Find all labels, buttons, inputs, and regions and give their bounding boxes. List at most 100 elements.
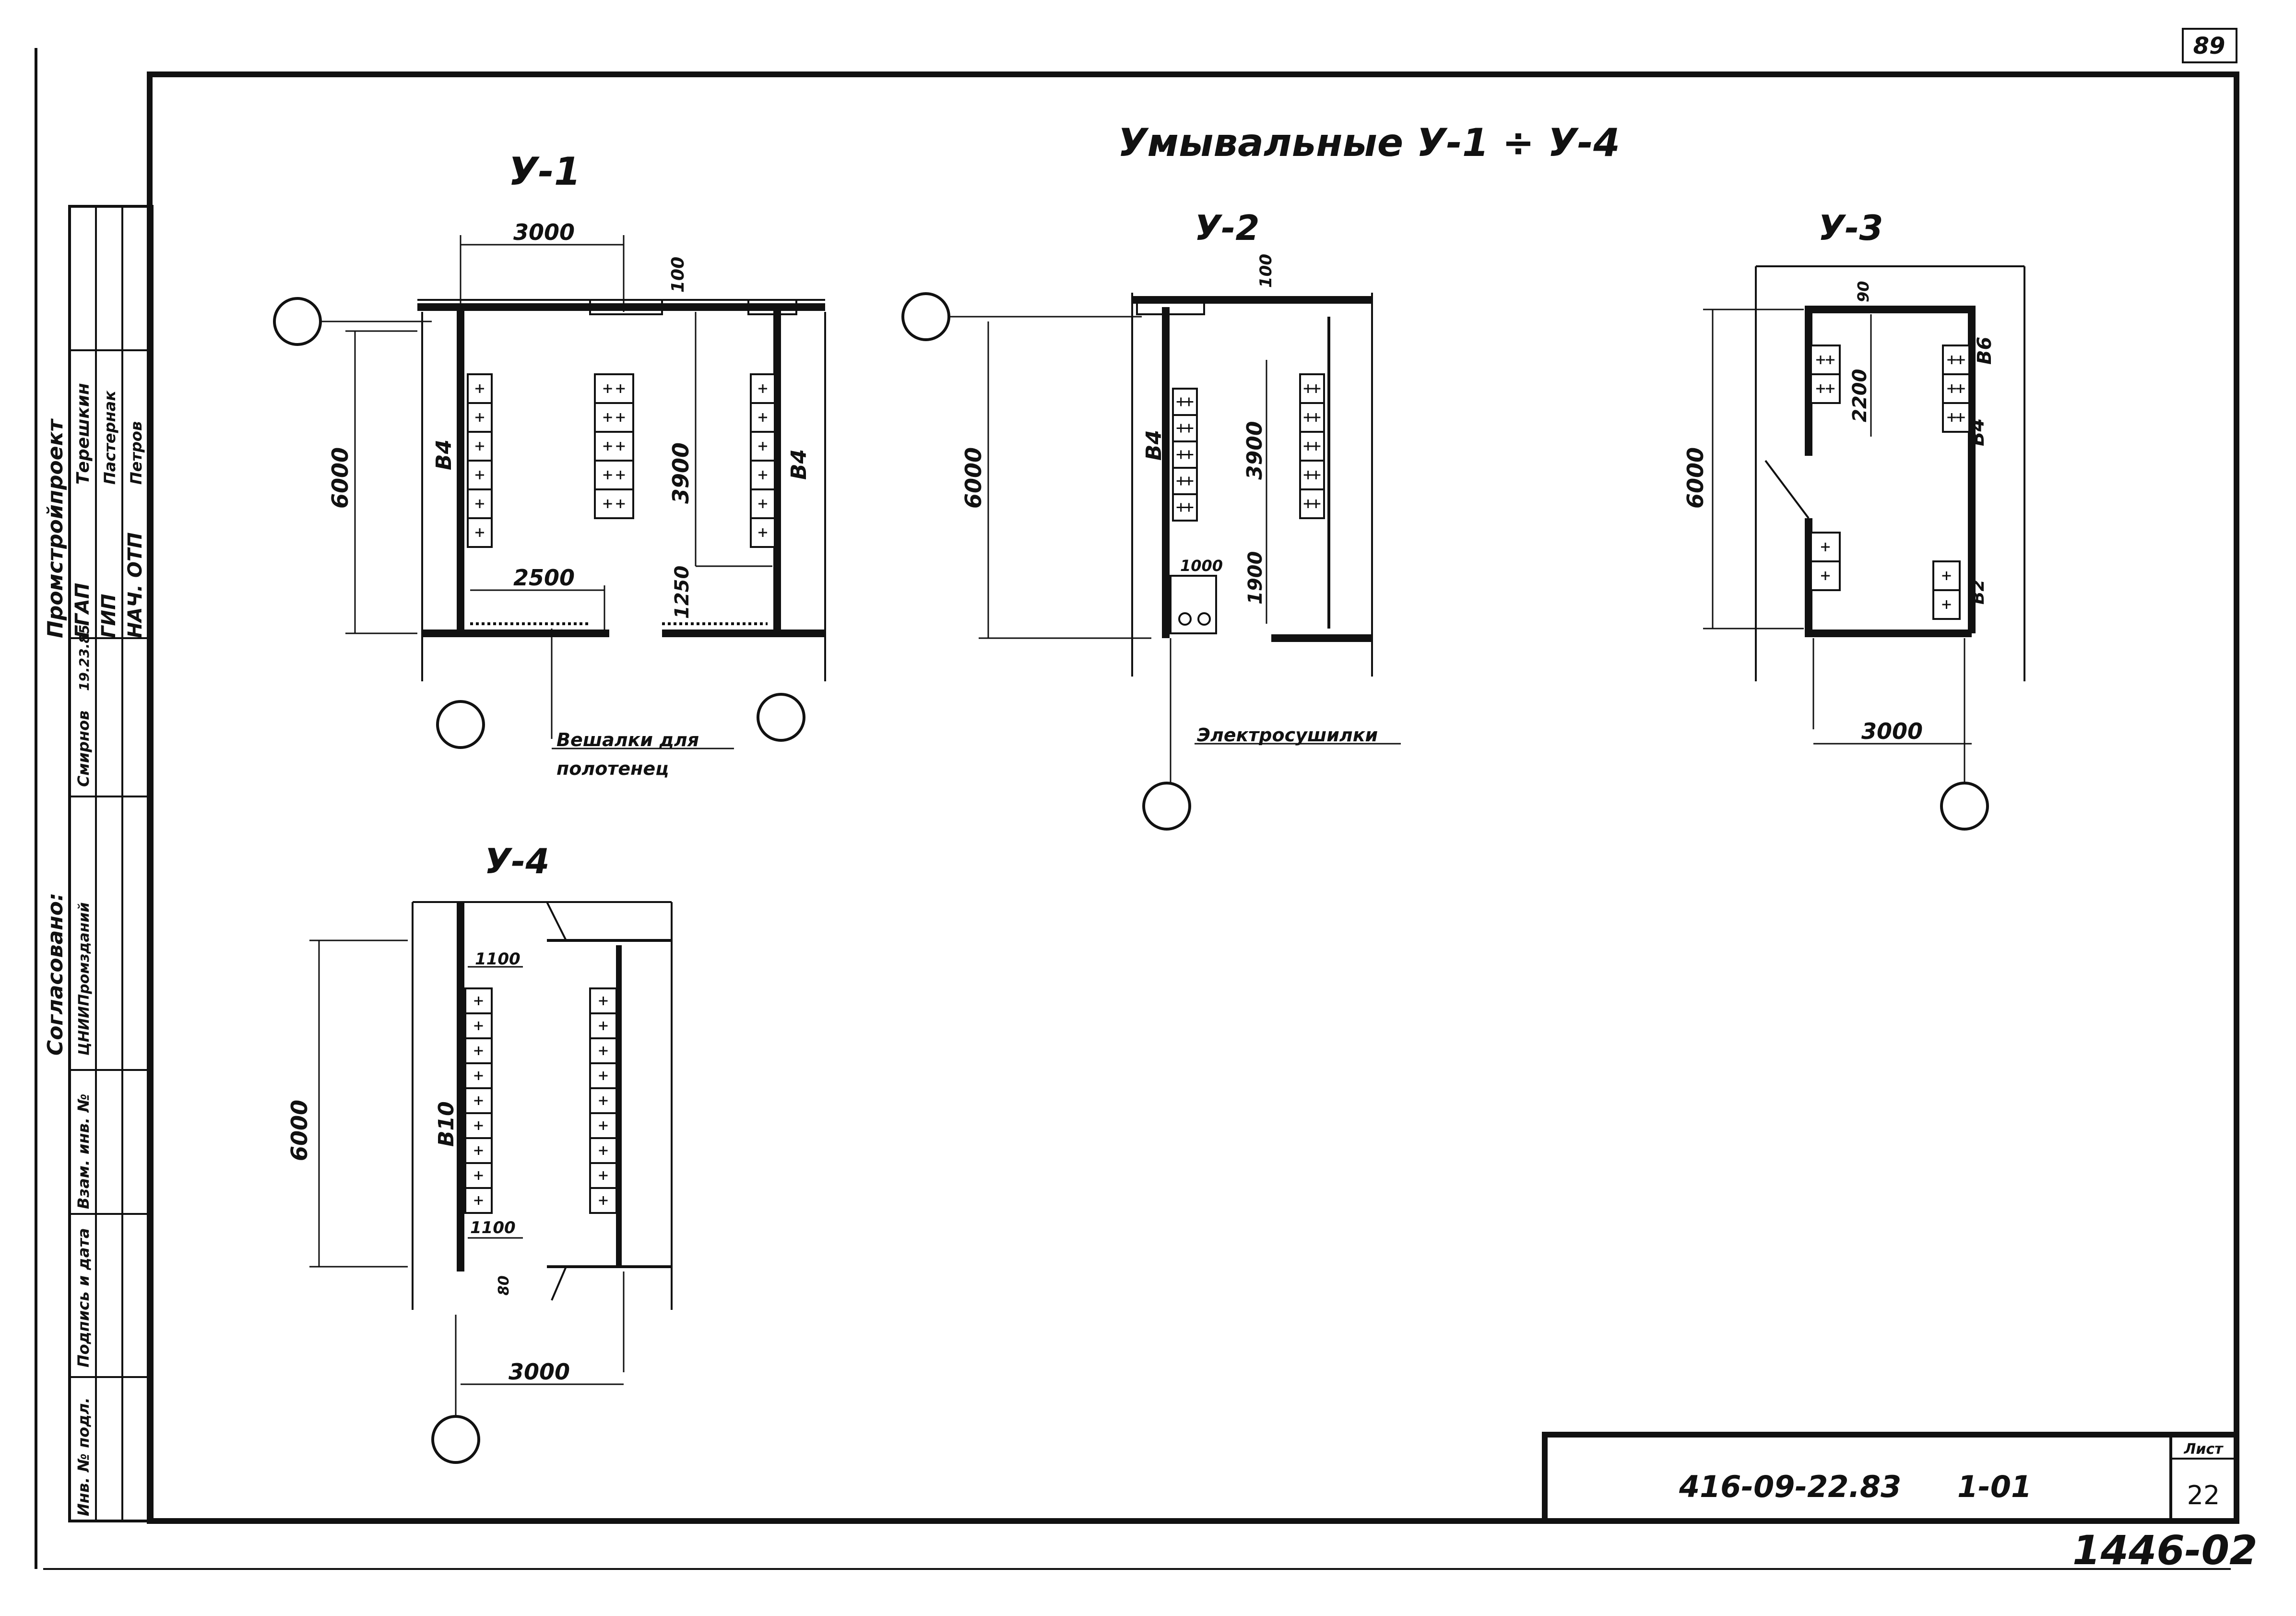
faucet-icon [474,1046,483,1055]
faucet-icon [1942,600,1951,609]
svg-text:3000: 3000 [513,219,575,245]
faucet-icon [603,499,612,508]
svg-text:1100: 1100 [475,950,521,969]
svg-text:416-09-22.83: 416-09-22.83 [1679,1469,1901,1504]
svg-text:ГГАП: ГГАП [71,583,94,638]
svg-text:19.23.85: 19.23.85 [76,625,92,691]
faucet-icon [474,997,483,1005]
svg-text:В4: В4 [787,449,811,480]
faucet-icon [599,1046,608,1055]
svg-text:В4: В4 [432,440,456,470]
svg-text:1900: 1900 [1244,551,1266,605]
corner-mark: 89 [2182,28,2237,63]
faucet-icon [475,471,484,479]
faucet-icon [1312,471,1321,479]
plan-u1: У-1 3000 100 6000 3900 1250 [273,149,826,779]
archive-number: 1446-02 [2072,1527,2258,1574]
sink-fixture [594,488,634,519]
faucet-icon [1184,450,1194,459]
svg-text:Пастернак: Пастернак [101,390,119,485]
faucet-icon [1312,499,1321,508]
faucet-icon [1184,397,1194,406]
svg-text:6000: 6000 [1682,447,1708,509]
faucet-icon [599,1096,608,1105]
faucet-icon [1956,384,1965,393]
svg-text:Смирнов: Смирнов [74,711,93,787]
faucet-icon [1184,424,1194,433]
sheet-title: Умывальные У-1 ÷ У-4 [1118,120,1620,165]
sink-fixture [467,373,493,404]
sink-fixture [750,517,776,548]
faucet-icon [1184,503,1194,512]
svg-text:Терешкин: Терешкин [73,383,93,485]
svg-text:Промстройпроект: Промстройпроект [43,418,68,638]
svg-text:Взам. инв. №: Взам. инв. № [74,1093,93,1209]
svg-text:100: 100 [668,257,688,293]
faucet-icon [1303,499,1313,508]
faucet-icon [1947,384,1956,393]
faucet-icon [616,442,625,451]
svg-text:полотенец: полотенец [556,758,669,779]
faucet-icon [616,384,625,393]
sink-fixture [1810,345,1841,375]
svg-text:1-01: 1-01 [1957,1469,2032,1504]
faucet-icon [758,471,767,479]
faucet-icon [1176,424,1185,433]
svg-text:У-3: У-3 [1818,208,1883,248]
svg-text:Электросушилки: Электросушилки [1197,725,1378,746]
plan-u2: У-2 100 6000 3900 1000 1900 В4 Электросу… [901,208,1401,831]
left-stamp: Промстройпроект ГГАП ГИП НАЧ. ОТП Терешк… [43,205,154,1522]
plan-u4: У-4 6000 3000 1100 1100 80 В10 [286,841,673,1464]
faucet-icon [758,413,767,422]
svg-text:Лист: Лист [2183,1441,2224,1458]
faucet-icon [603,471,612,479]
faucet-icon [758,499,767,508]
plan-u3: У-3 6000 3000 90 2200 В6 В4 В2 [1682,208,2025,831]
svg-text:89: 89 [2193,33,2225,59]
svg-text:НАЧ. ОТП: НАЧ. ОТП [124,532,146,638]
faucet-icon [758,442,767,451]
faucet-icon [474,1022,483,1030]
title-block: 416-09-22.83 1-01 Лист 22 [1542,1432,2239,1524]
faucet-icon [475,384,484,393]
faucet-icon [758,384,767,393]
faucet-icon [1176,476,1185,486]
svg-text:ЦНИИПромзданий: ЦНИИПромзданий [76,902,93,1056]
svg-text:1000: 1000 [1180,557,1223,575]
sink-fixture [1942,373,1970,404]
svg-text:3900: 3900 [668,442,694,504]
faucet-icon [1312,384,1321,393]
svg-text:У-4: У-4 [485,841,550,881]
sink-fixture [1810,373,1841,404]
faucet-icon [599,1071,608,1080]
faucet-icon [475,413,484,422]
faucet-icon [616,471,625,479]
sink-fixture [1942,402,1970,433]
faucet-icon [1821,571,1830,580]
svg-text:100: 100 [1256,254,1276,288]
faucet-icon [474,1121,483,1130]
sink-fixture [1942,345,1970,375]
faucet-icon [1303,471,1313,479]
sink-fixture [589,1062,617,1089]
faucet-icon [1312,442,1321,451]
sink-fixture [589,1187,617,1214]
svg-text:Инв. № подл.: Инв. № подл. [74,1397,93,1516]
faucet-icon [599,1146,608,1155]
svg-text:ГИП: ГИП [98,594,120,638]
faucet-icon [475,499,484,508]
faucet-icon [599,1022,608,1030]
svg-text:В6: В6 [1974,337,1996,365]
faucet-icon [475,528,484,537]
faucet-icon [1312,413,1321,422]
faucet-icon [475,442,484,451]
faucet-icon [603,442,612,451]
svg-text:В2: В2 [1968,580,1988,605]
faucet-icon [599,1121,608,1130]
faucet-icon [1176,450,1185,459]
svg-text:3900: 3900 [1243,421,1267,480]
faucet-icon [616,499,625,508]
svg-text:2200: 2200 [1849,369,1871,422]
faucet-icon [1184,476,1194,486]
